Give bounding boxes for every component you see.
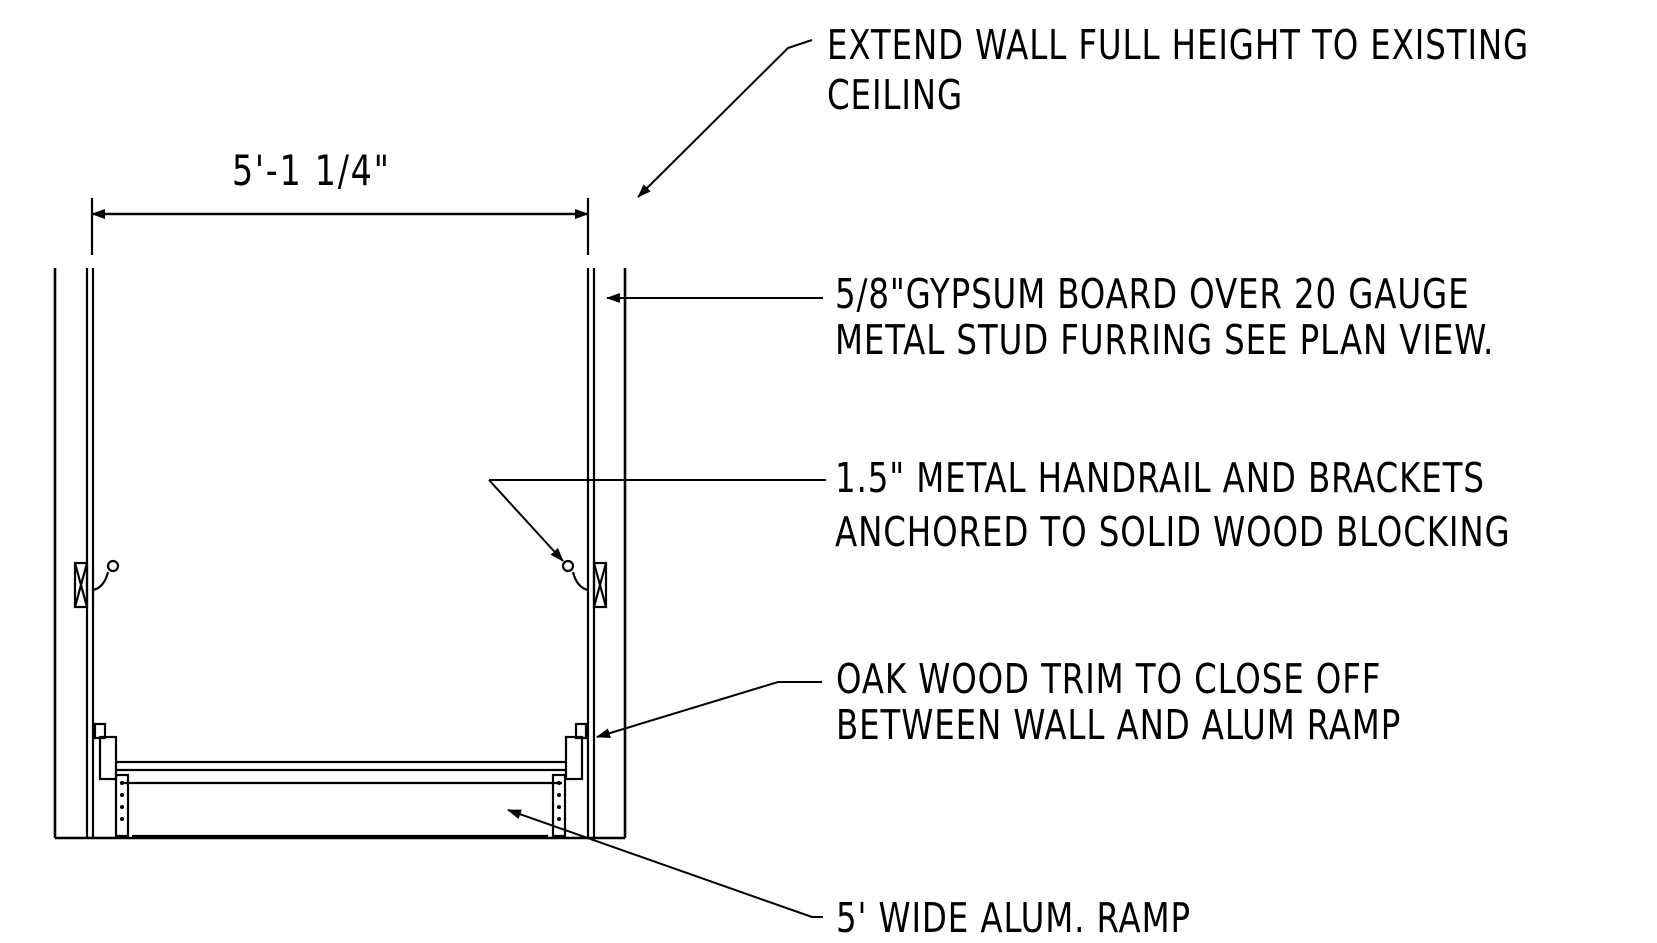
note-extend-wall: EXTEND WALL FULL HEIGHT TO EXISTING CEIL… (827, 20, 1529, 120)
ramp-leg-holes (120, 781, 561, 821)
leader-handrail-right (488, 479, 564, 562)
right-wall (586, 268, 627, 838)
note-line: 5/8"GYPSUM BOARD OVER 20 GAUGE (835, 270, 1470, 318)
note-line: 1.5" METAL HANDRAIL AND BRACKETS (835, 454, 1485, 502)
note-line: OAK WOOD TRIM TO CLOSE OFF (836, 655, 1382, 703)
left-handrail-blocking (73, 559, 120, 609)
note-line: ANCHORED TO SOLID WOOD BLOCKING (835, 508, 1511, 556)
leader-alum-ramp (507, 809, 823, 918)
note-line: EXTEND WALL FULL HEIGHT TO EXISTING (827, 21, 1530, 69)
note-oak-trim: OAK WOOD TRIM TO CLOSE OFF BETWEEN WALL … (836, 656, 1401, 748)
note-gypsum-board: 5/8"GYPSUM BOARD OVER 20 GAUGE METAL STU… (835, 271, 1494, 363)
left-oak-trim (93, 722, 118, 781)
right-handrail-blocking (561, 559, 608, 609)
aluminum-ramp (114, 760, 567, 838)
dimension-label: 5'-1 1/4" (232, 146, 391, 195)
leader-extend-wall (637, 39, 813, 198)
note-line: CEILING (827, 71, 963, 119)
dimension-line (90, 198, 590, 255)
note-line: BETWEEN WALL AND ALUM RAMP (836, 701, 1402, 749)
note-line: METAL STUD FURRING SEE PLAN VIEW. (835, 316, 1495, 364)
note-alum-ramp: 5' WIDE ALUM. RAMP (836, 893, 1191, 943)
note-handrail: 1.5" METAL HANDRAIL AND BRACKETS ANCHORE… (835, 451, 1511, 559)
right-oak-trim (564, 722, 588, 781)
leader-oak-trim (596, 681, 822, 739)
left-wall (53, 268, 95, 838)
note-line: 5' WIDE ALUM. RAMP (836, 894, 1191, 942)
